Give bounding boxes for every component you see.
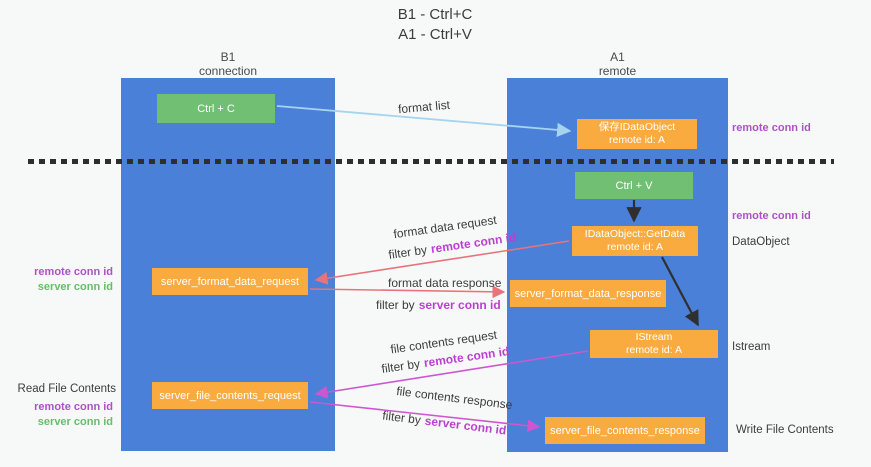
label-format-data-response: format data response <box>388 276 502 290</box>
node-idataobject-getdata-line2: remote id: A <box>606 241 664 253</box>
column-a1-name: A1 <box>610 50 625 64</box>
diagram-title: B1 - Ctrl+C A1 - Ctrl+V <box>300 5 570 45</box>
node-ctrl-v-label: Ctrl + V <box>615 179 653 192</box>
node-ctrl-v: Ctrl + V <box>575 172 693 199</box>
node-server-format-data-response: server_format_data_response <box>510 280 666 307</box>
node-ctrl-c: Ctrl + C <box>157 94 275 123</box>
node-server-format-data-request-label: server_format_data_request <box>160 275 300 288</box>
filter-by-text: filter by <box>381 408 422 428</box>
server-conn-id-text: server conn id <box>423 413 508 438</box>
node-save-idataobject: 保存IDataObject remote id: A <box>577 119 697 149</box>
column-a1-role: remote <box>598 64 637 78</box>
node-istream: IStream remote id: A <box>590 330 718 358</box>
node-ctrl-c-label: Ctrl + C <box>197 102 235 115</box>
node-server-file-contents-response-label: server_file_contents_response <box>550 424 700 437</box>
server-conn-id-text: server conn id <box>418 298 501 312</box>
side-label-remote-conn-id-mid-right: remote conn id <box>732 210 811 222</box>
side-label-remote-conn-id-left-1: remote conn id <box>34 266 113 278</box>
filter-by-text: filter by <box>387 242 428 262</box>
node-server-format-data-request: server_format_data_request <box>152 268 308 295</box>
side-label-remote-conn-id-top-right: remote conn id <box>732 122 811 134</box>
side-label-read-file-contents: Read File Contents <box>17 383 116 395</box>
node-server-file-contents-request: server_file_contents_request <box>152 382 308 409</box>
node-save-idataobject-line2: remote id: A <box>608 134 666 146</box>
side-label-istream: Istream <box>732 341 771 353</box>
side-label-dataobject: DataObject <box>732 236 790 248</box>
column-header-b1: B1 connection <box>121 50 335 78</box>
column-b1-name: B1 <box>220 50 236 64</box>
side-label-remote-conn-id-left-2: remote conn id <box>34 401 113 413</box>
node-idataobject-getdata-line1: IDataObject::GetData <box>584 228 686 240</box>
label-file-contents-response: file contents response <box>395 383 514 413</box>
label-format-list: format list <box>397 97 451 117</box>
node-istream-line2: remote id: A <box>625 344 683 356</box>
node-save-idataobject-line1: 保存IDataObject <box>598 121 676 133</box>
side-label-server-conn-id-left-2: server conn id <box>37 416 113 428</box>
side-label-server-conn-id-left-1: server conn id <box>37 281 113 293</box>
column-b1-role: connection <box>198 64 258 78</box>
filter-by-text: filter by <box>376 298 415 312</box>
title-line-a1: A1 - Ctrl+V <box>398 26 472 43</box>
node-istream-line1: IStream <box>635 331 673 343</box>
dashed-separator-line <box>28 159 834 164</box>
node-server-format-data-response-label: server_format_data_response <box>514 287 662 300</box>
side-label-write-file-contents: Write File Contents <box>736 424 834 436</box>
node-server-file-contents-response: server_file_contents_response <box>545 417 705 444</box>
node-server-file-contents-request-label: server_file_contents_request <box>159 389 301 402</box>
node-idataobject-getdata: IDataObject::GetData remote id: A <box>572 226 698 256</box>
column-header-a1: A1 remote <box>507 50 728 78</box>
title-line-b1: B1 - Ctrl+C <box>397 6 473 23</box>
filter-by-text: filter by <box>380 356 421 376</box>
